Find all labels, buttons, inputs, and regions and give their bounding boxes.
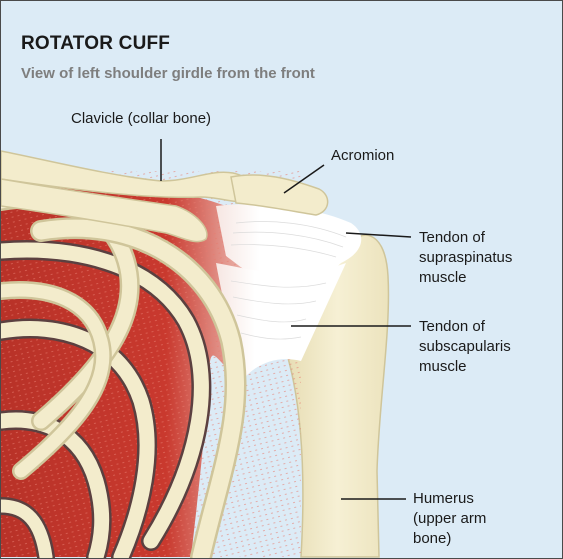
diagram-title: ROTATOR CUFF bbox=[21, 33, 170, 55]
label-clavicle: Clavicle (collar bone) bbox=[71, 109, 211, 129]
label-subscapularis: Tendon of subscapularis muscle bbox=[419, 317, 511, 377]
label-humerus: Humerus (upper arm bone) bbox=[413, 489, 486, 549]
diagram-subtitle: View of left shoulder girdle from the fr… bbox=[21, 65, 315, 82]
label-supraspinatus: Tendon of supraspinatus muscle bbox=[419, 228, 512, 288]
label-acromion: Acromion bbox=[331, 146, 394, 166]
